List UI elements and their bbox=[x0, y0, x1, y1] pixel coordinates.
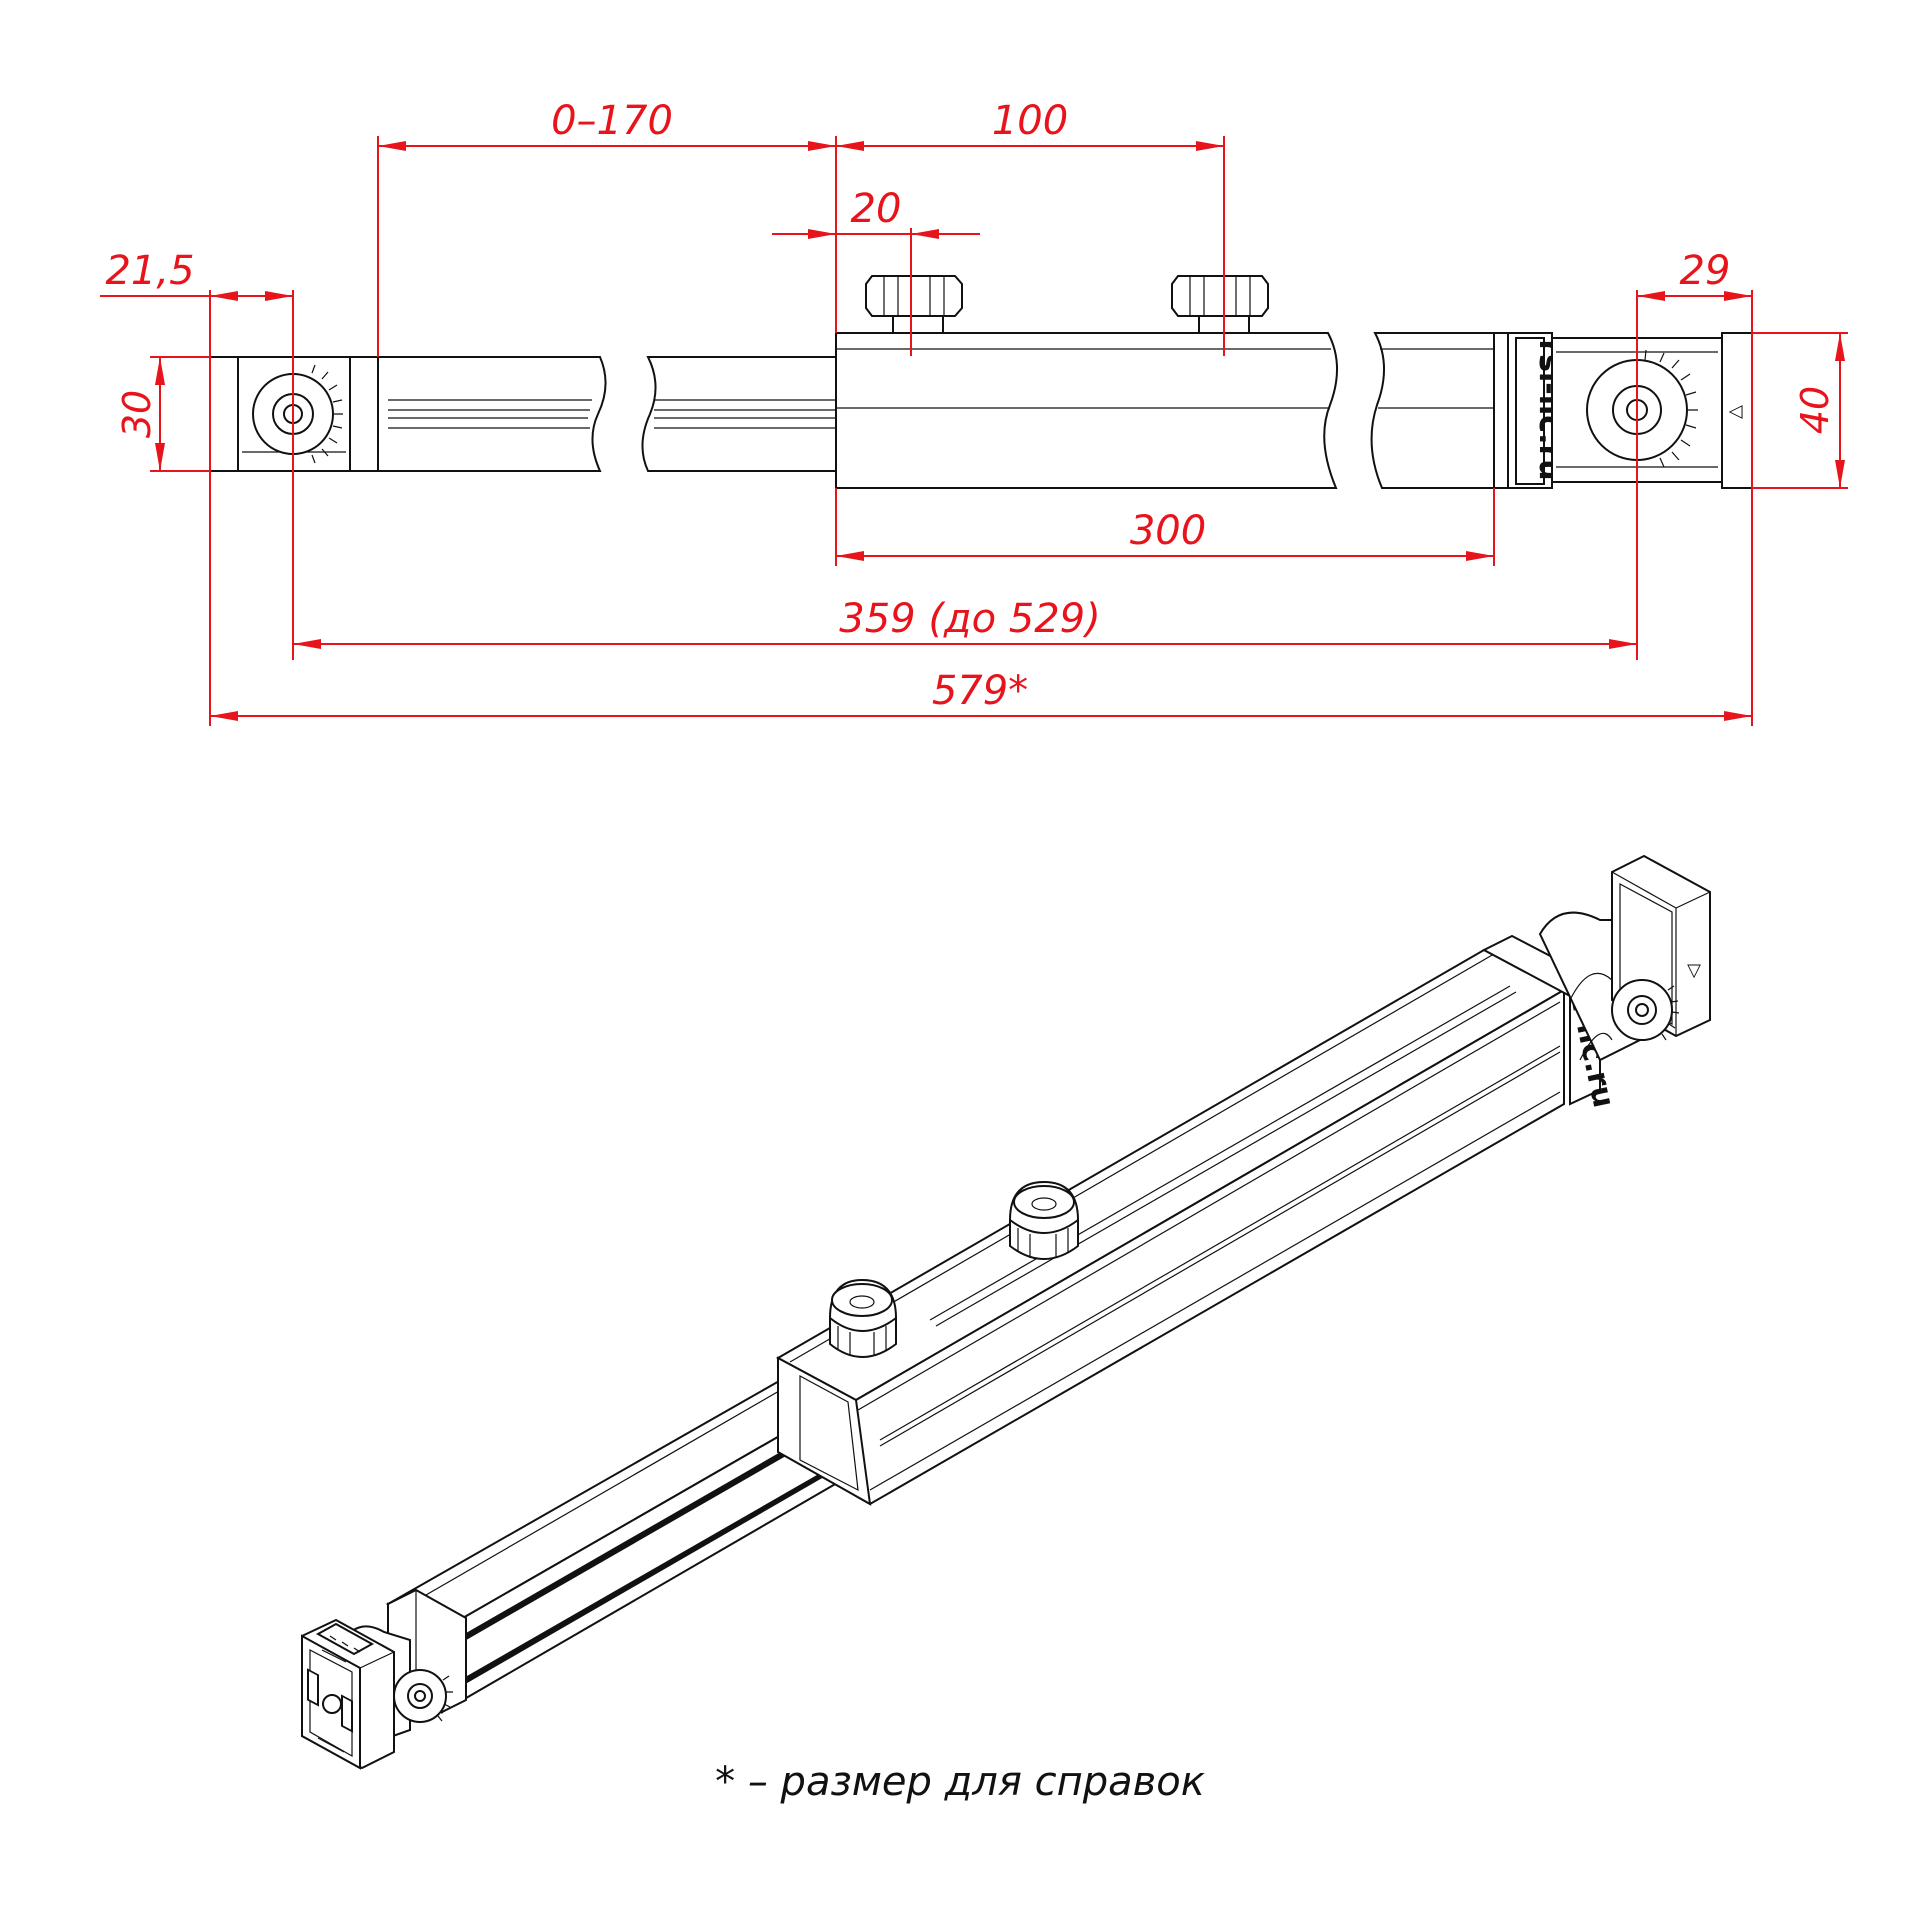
dimension-579: 579* bbox=[210, 668, 1752, 721]
dim-21-5: 21,5 bbox=[105, 248, 194, 294]
dimension-300: 300 bbox=[836, 508, 1494, 561]
dim-30: 30 bbox=[115, 390, 159, 438]
right-end-bracket: rsi-llc.ru ▽ bbox=[1493, 332, 1753, 489]
dim-29: 29 bbox=[1680, 248, 1731, 294]
dim-0-170: 0–170 bbox=[551, 98, 673, 144]
reference-note: * – размер для справок bbox=[715, 1759, 1205, 1805]
dimension-21-5: 21,5 bbox=[100, 248, 293, 301]
knob-right bbox=[1171, 275, 1269, 334]
dim-579: 579* bbox=[932, 668, 1028, 714]
iso-left-end bbox=[301, 1588, 467, 1770]
side-view: rsi-llc.ru ▽ bbox=[100, 98, 1848, 726]
dimension-0-170: 0–170 bbox=[378, 98, 836, 151]
dim-100: 100 bbox=[992, 98, 1068, 144]
dim-20: 20 bbox=[851, 186, 902, 232]
dimension-29: 29 bbox=[1637, 248, 1752, 301]
dimension-30: 30 bbox=[115, 357, 165, 471]
dimension-359: 359 (до 529) bbox=[293, 596, 1637, 649]
iso-inner-profile bbox=[385, 1366, 859, 1714]
outer-body bbox=[835, 332, 1495, 489]
extension-lines bbox=[150, 136, 1848, 726]
iso-right-end: rsi-llc.ru ▽ bbox=[1481, 854, 1711, 1111]
iso-outer-body bbox=[775, 948, 1567, 1506]
knob-left bbox=[865, 275, 963, 334]
dim-40: 40 bbox=[1793, 386, 1837, 434]
dim-359: 359 (до 529) bbox=[839, 596, 1100, 642]
iso-knob-right bbox=[1008, 1180, 1080, 1260]
dimension-40: 40 bbox=[1793, 333, 1845, 488]
dim-300: 300 bbox=[1130, 508, 1206, 554]
isometric-view: rsi-llc.ru ▽ bbox=[301, 854, 1711, 1770]
iso-end-cap-mark: ▽ bbox=[1687, 960, 1701, 981]
end-cap-mark: ▽ bbox=[1726, 405, 1747, 419]
dimension-20: 20 bbox=[772, 186, 980, 239]
dimension-100: 100 bbox=[836, 98, 1224, 151]
iso-knob-left bbox=[828, 1278, 898, 1358]
inner-profile bbox=[377, 356, 837, 472]
